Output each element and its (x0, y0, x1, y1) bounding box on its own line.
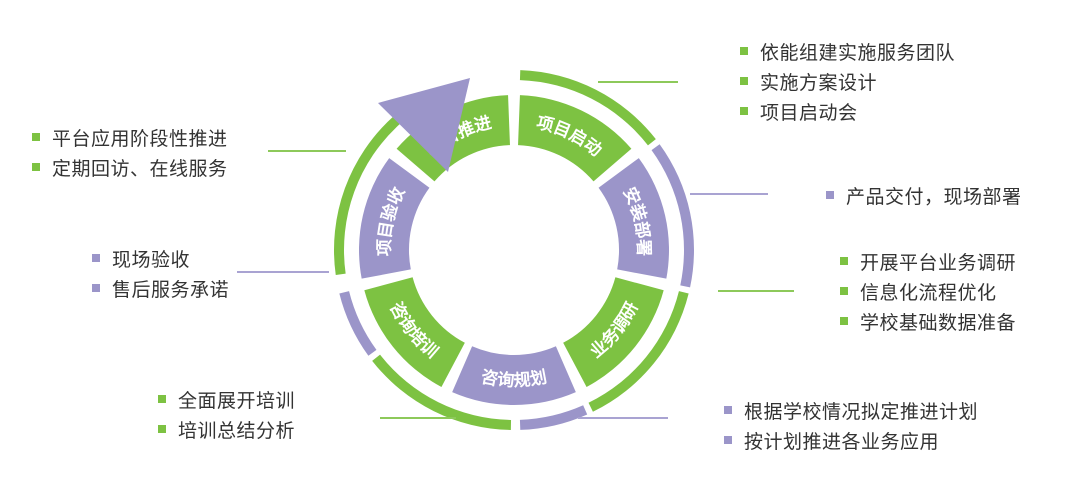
list-item-text: 平台应用阶段性推进 (52, 127, 228, 150)
segment-training (364, 277, 465, 387)
list-item: 学校基础数据准备 (840, 306, 1016, 336)
leader-line-project-start (598, 81, 678, 83)
segment-planning (452, 346, 576, 405)
leader-line-planning (578, 417, 668, 419)
leader-line-install (690, 193, 768, 195)
segment-project-start (518, 95, 632, 182)
bullet-icon (724, 406, 732, 414)
outer-ring (333, 70, 694, 430)
list-item-text: 现场验收 (112, 248, 191, 271)
bullet-icon (724, 436, 732, 444)
list-item: 项目启动会 (740, 96, 955, 126)
segment-install (598, 158, 669, 279)
list-item: 定期回访、在线服务 (32, 152, 228, 182)
list-item-text: 按计划推进各业务应用 (744, 430, 940, 453)
list-item: 平台应用阶段性推进 (32, 122, 228, 152)
list-item: 开展平台业务调研 (840, 246, 1016, 276)
list-item-text: 依能组建实施服务团队 (760, 41, 956, 64)
outer-arc-acceptance (339, 291, 377, 356)
outer-arc-advance (333, 116, 401, 276)
bullet-icon (826, 191, 834, 199)
outer-arc-install (651, 144, 694, 288)
bullet-icon (740, 47, 748, 55)
leader-line-advance (268, 150, 346, 152)
bullet-icon (92, 254, 100, 262)
leader-line-training (380, 417, 456, 419)
bullet-icon (32, 163, 40, 171)
inner-ring: 项目启动安装部署业务调研咨询规划咨询培训项目验收项目推进 (358, 95, 669, 405)
list-item: 现场验收 (92, 243, 229, 273)
label-group-acceptance: 现场验收 售后服务承诺 (92, 243, 229, 303)
list-item: 根据学校情况拟定推进计划 (724, 395, 978, 425)
list-item: 培训总结分析 (158, 414, 295, 444)
list-item-text: 全面展开培训 (178, 389, 296, 412)
list-item: 信息化流程优化 (840, 276, 1016, 306)
label-group-research: 开展平台业务调研 信息化流程优化 学校基础数据准备 (840, 246, 1016, 336)
list-item-text: 学校基础数据准备 (860, 311, 1017, 334)
list-item-text: 产品交付，现场部署 (846, 185, 1022, 208)
outer-arc-project-start (519, 70, 656, 146)
list-item-text: 定期回访、在线服务 (52, 157, 228, 180)
list-item-text: 售后服务承诺 (112, 278, 230, 301)
list-item-text: 根据学校情况拟定推进计划 (744, 400, 979, 423)
bullet-icon (840, 257, 848, 265)
segment-acceptance (358, 158, 430, 279)
outer-arc-research (588, 291, 689, 412)
list-item-text: 开展平台业务调研 (860, 251, 1017, 274)
label-group-planning: 根据学校情况拟定推进计划 按计划推进各业务应用 (724, 395, 978, 455)
list-item: 实施方案设计 (740, 66, 955, 96)
outer-arc-planning (519, 405, 588, 430)
segment-research (563, 277, 664, 387)
bullet-icon (740, 77, 748, 85)
label-group-project-start: 依能组建实施服务团队 实施方案设计 项目启动会 (740, 36, 955, 126)
bullet-icon (740, 107, 748, 115)
list-item: 按计划推进各业务应用 (724, 425, 978, 455)
list-item: 售后服务承诺 (92, 273, 229, 303)
list-item-text: 培训总结分析 (178, 419, 296, 442)
list-item: 全面展开培训 (158, 384, 295, 414)
list-item: 产品交付，现场部署 (826, 180, 1022, 210)
label-group-training: 全面展开培训 培训总结分析 (158, 384, 295, 444)
bullet-icon (158, 425, 166, 433)
bullet-icon (92, 284, 100, 292)
label-group-install: 产品交付，现场部署 (826, 180, 1022, 210)
bullet-icon (840, 317, 848, 325)
cycle-arrow-head (378, 78, 470, 172)
bullet-icon (158, 395, 166, 403)
bullet-icon (32, 133, 40, 141)
leader-line-research (718, 290, 794, 292)
list-item-text: 信息化流程优化 (860, 281, 997, 304)
label-group-advance: 平台应用阶段性推进 定期回访、在线服务 (32, 122, 228, 182)
list-item-text: 项目启动会 (760, 101, 858, 124)
list-item: 依能组建实施服务团队 (740, 36, 955, 66)
leader-line-acceptance (237, 271, 329, 273)
outer-arc-training (372, 354, 512, 430)
list-item-text: 实施方案设计 (760, 71, 878, 94)
bullet-icon (840, 287, 848, 295)
